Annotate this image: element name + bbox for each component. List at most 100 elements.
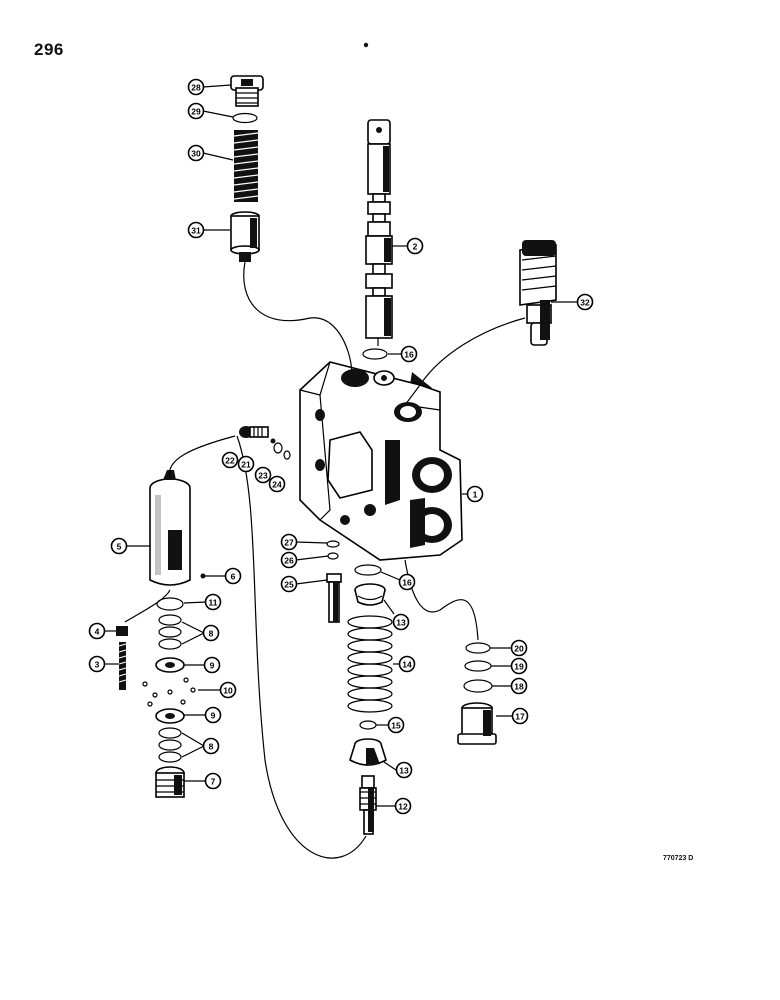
callout-circle: [398, 655, 416, 673]
callout-c29: 29: [187, 102, 205, 120]
callout-c23: 23: [254, 466, 272, 484]
part-10-balls: [142, 677, 196, 707]
callout-c17: 17: [511, 707, 529, 725]
part-16-oring-top: [362, 348, 388, 360]
callout-c10: 10: [219, 681, 237, 699]
callout-circle: [466, 485, 484, 503]
callout-number: 3: [95, 660, 100, 670]
callout-circle: [88, 622, 106, 640]
callout-circle: [204, 706, 222, 724]
callout-c1: 1: [466, 485, 484, 503]
callout-c4: 4: [88, 622, 106, 640]
callout-number: 25: [284, 580, 294, 590]
callout-number: 13: [399, 766, 409, 776]
callout-number: 8: [209, 742, 214, 752]
callout-number: 9: [211, 711, 216, 721]
callout-circle: [187, 221, 205, 239]
callout-c19: 19: [510, 657, 528, 675]
part-31-poppet: [230, 211, 260, 262]
callout-number: 7: [211, 777, 216, 787]
callout-circle: [510, 657, 528, 675]
callout-circle: [204, 772, 222, 790]
callout-number: 10: [223, 686, 233, 696]
part-20-oring: [465, 642, 491, 654]
callout-number: 30: [191, 149, 201, 159]
callout-number: 18: [514, 682, 524, 692]
callout-c8b: 8: [202, 737, 220, 755]
callout-c3: 3: [88, 655, 106, 673]
callout-c11: 11: [204, 593, 222, 611]
part-19-oring: [464, 660, 492, 672]
callout-circle: [387, 716, 405, 734]
callout-circle: [400, 345, 418, 363]
callout-c5: 5: [110, 537, 128, 555]
part-13-cap-lower: [349, 738, 387, 766]
part-6-screw: [200, 573, 206, 579]
callout-circle: [221, 451, 239, 469]
callout-number: 16: [404, 350, 414, 360]
callout-circle: [576, 293, 594, 311]
callout-c26: 26: [280, 551, 298, 569]
part-5-cap: [149, 470, 191, 586]
callout-number: 32: [580, 298, 590, 308]
callout-circle: [510, 639, 528, 657]
callout-circle: [237, 455, 255, 473]
callout-c16a: 16: [400, 345, 418, 363]
callout-c13a: 13: [392, 613, 410, 631]
callout-c12: 12: [394, 797, 412, 815]
page-number: 296: [34, 40, 64, 59]
callout-number: 23: [258, 471, 268, 481]
part-12-stem: [359, 775, 377, 835]
callout-number: 26: [284, 556, 294, 566]
callout-c21: 21: [237, 455, 255, 473]
part-1-valve-body: [299, 361, 463, 561]
callout-number: 1: [473, 490, 478, 500]
callout-number: 8: [209, 629, 214, 639]
callout-circle: [219, 681, 237, 699]
callout-circle: [187, 144, 205, 162]
part-15-washer: [359, 720, 377, 730]
callout-c13b: 13: [395, 761, 413, 779]
part-2-spool: [365, 119, 393, 339]
callout-circle: [202, 624, 220, 642]
callout-labels: [104, 84, 578, 807]
part-7-plug: [155, 766, 185, 798]
callout-c31: 31: [187, 221, 205, 239]
part-23-oring: [273, 442, 283, 454]
callout-number: 27: [284, 538, 294, 548]
callout-number: 2: [413, 242, 418, 252]
part-3-bolt: [118, 642, 127, 690]
part-32-relief-valve: [519, 240, 557, 346]
part-18-oring: [463, 679, 493, 693]
callout-circle: [88, 655, 106, 673]
callout-c18: 18: [510, 677, 528, 695]
callout-number: 14: [402, 660, 412, 670]
callout-c28: 28: [187, 78, 205, 96]
callout-circle: [511, 707, 529, 725]
callout-c14: 14: [398, 655, 416, 673]
callout-circle: [187, 102, 205, 120]
part-30-spring: [233, 130, 259, 202]
callout-circle: [406, 237, 424, 255]
callout-c6: 6: [224, 567, 242, 585]
callout-circle: [254, 466, 272, 484]
callout-c9a: 9: [203, 656, 221, 674]
callout-number: 4: [95, 627, 100, 637]
callout-number: 28: [191, 83, 201, 93]
callout-number: 6: [231, 572, 236, 582]
part-9-retainer-lower: [155, 708, 185, 724]
part-21-ball: [270, 438, 276, 444]
callout-number: 13: [396, 618, 406, 628]
callout-circle: [398, 573, 416, 591]
callout-number: 17: [515, 712, 525, 722]
callout-circle: [110, 537, 128, 555]
callout-circle: [280, 575, 298, 593]
print-mark: [363, 42, 369, 48]
callout-number: 15: [391, 721, 401, 731]
callout-c9b: 9: [204, 706, 222, 724]
callout-circle: [392, 613, 410, 631]
part-22-plug: [239, 426, 269, 438]
figure-code: 770723 D: [663, 855, 694, 862]
